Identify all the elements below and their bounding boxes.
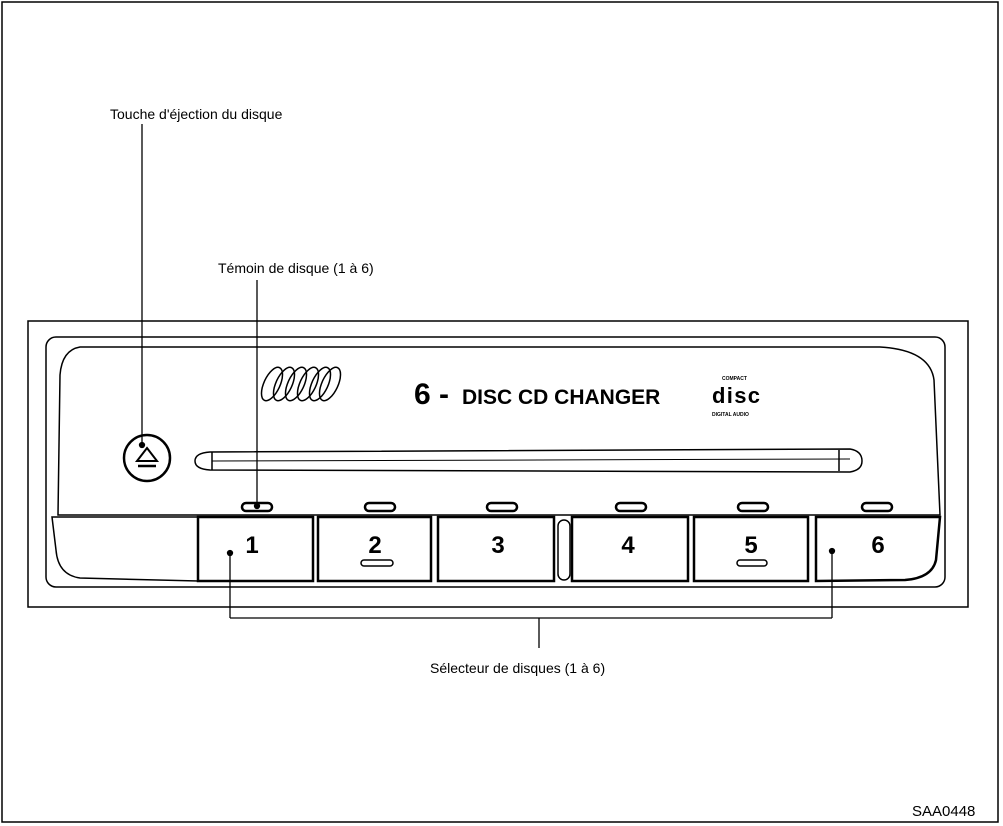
disc-button-1[interactable]: 1	[196, 515, 315, 583]
svg-text:1: 1	[245, 532, 258, 559]
hatch-logo	[260, 366, 342, 402]
blank-panel	[51, 516, 199, 582]
figure-code: SAA0448	[912, 803, 975, 820]
eject-button-label: Touche d'éjection du disque	[110, 106, 283, 122]
disc-button-5[interactable]: 5	[692, 515, 810, 583]
model-number: 6 -	[414, 378, 449, 411]
disc-slot	[194, 448, 863, 473]
svg-text:2: 2	[368, 532, 381, 559]
svg-text:COMPACT: COMPACT	[722, 376, 747, 382]
disc-button-3[interactable]: 3	[436, 515, 556, 583]
disc-indicators	[240, 501, 894, 513]
indicator-led-4	[614, 501, 648, 513]
indicator-led-5	[736, 501, 770, 513]
center-divider	[557, 519, 571, 581]
svg-text:5: 5	[744, 532, 757, 559]
compact-disc-logo: COMPACT disc DIGITAL AUDIO	[712, 376, 760, 418]
svg-text:4: 4	[621, 532, 635, 559]
face-panel	[57, 346, 941, 516]
disc-button-2[interactable]: 2	[316, 515, 433, 583]
indicator-led-6	[860, 501, 894, 513]
svg-text:disc: disc	[712, 383, 760, 408]
model-name: DISC CD CHANGER	[462, 386, 660, 409]
eject-button[interactable]	[122, 433, 172, 483]
disc-selector-buttons: 1 2 3 4 5 6	[196, 515, 942, 583]
indicator-led-3	[485, 501, 519, 513]
svg-text:DIGITAL AUDIO: DIGITAL AUDIO	[712, 412, 749, 418]
disc-indicator-label: Témoin de disque (1 à 6)	[218, 260, 374, 276]
disc-button-6[interactable]: 6	[814, 515, 942, 583]
callout-lines	[138, 124, 836, 648]
svg-text:3: 3	[491, 532, 504, 559]
disc-button-4[interactable]: 4	[570, 515, 690, 583]
disc-selector-label: Sélecteur de disques (1 à 6)	[430, 660, 605, 676]
unit-frame	[27, 320, 969, 608]
svg-text:6: 6	[871, 532, 884, 559]
eject-icon	[134, 446, 160, 462]
unit-bezel	[45, 336, 946, 588]
indicator-led-2	[363, 501, 397, 513]
